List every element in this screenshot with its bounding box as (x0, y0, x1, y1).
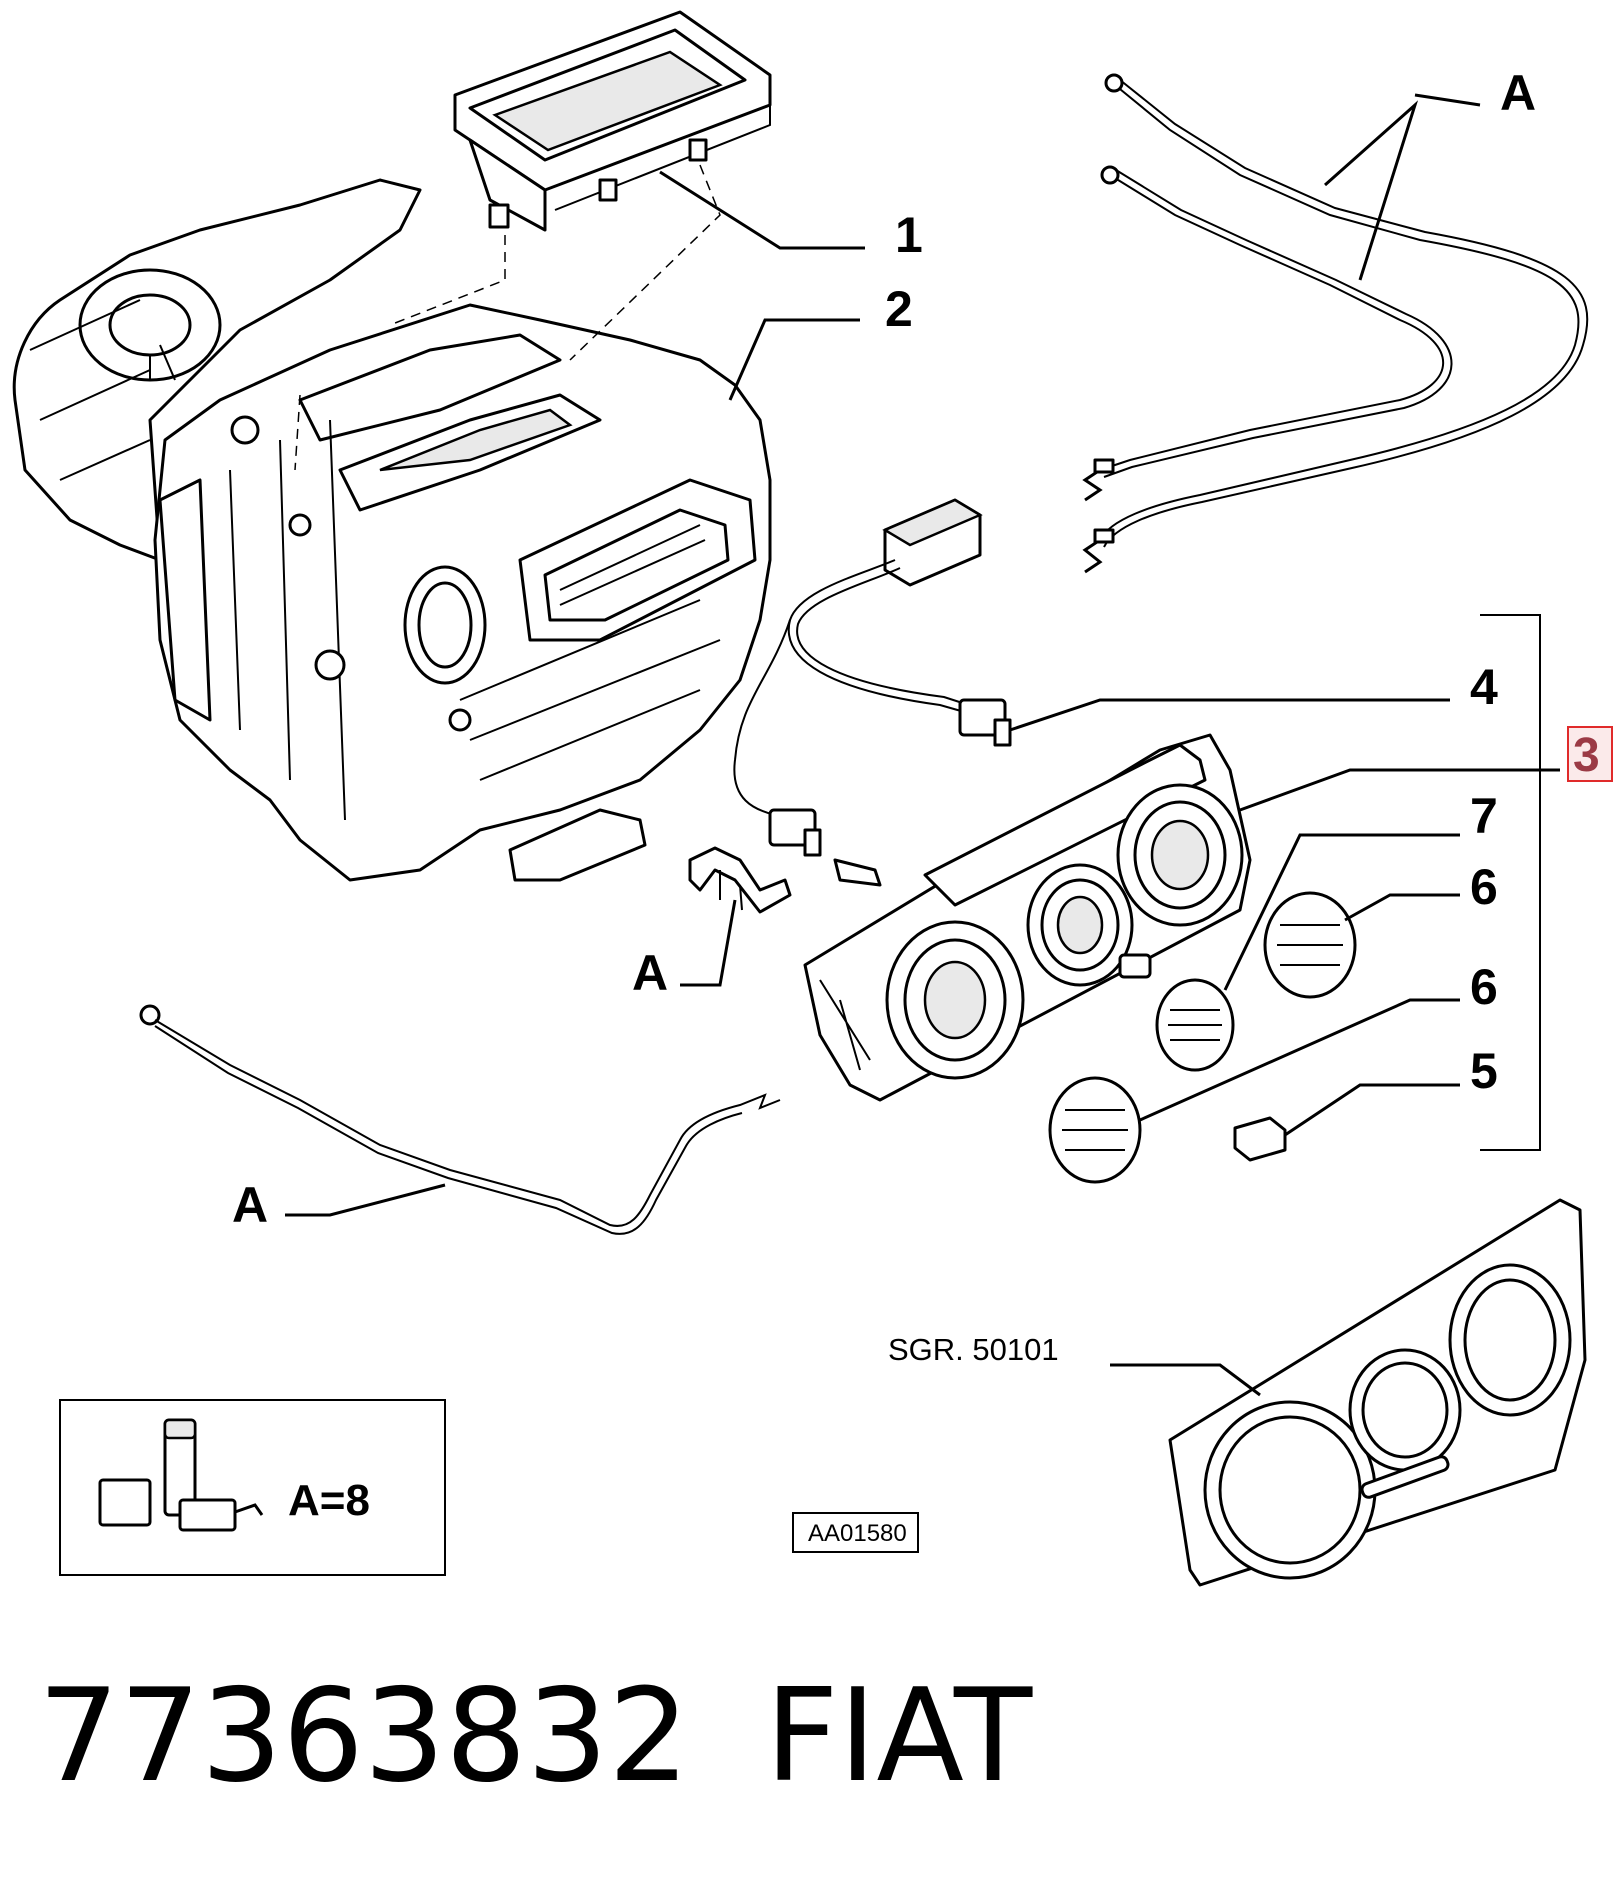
highlight-box-3 (1567, 726, 1613, 782)
trim-bezel (1168, 1198, 1587, 1587)
callout-cable-bottom: A (232, 1177, 268, 1233)
filter-housing (453, 10, 772, 232)
drawing-code-box (792, 1512, 919, 1553)
callout-7: 7 (1470, 788, 1498, 844)
control-cables-upper (1082, 73, 1589, 574)
callout-4: 4 (1470, 659, 1498, 715)
control-cable-lower (139, 1004, 781, 1235)
brand-name: FIAT (765, 1662, 1033, 1811)
control-panel (803, 733, 1252, 1102)
callout-cable-top: A (1500, 65, 1536, 121)
button-part-5 (1233, 1116, 1287, 1162)
callout-3: 3 (1573, 729, 1600, 782)
cable-clip (688, 846, 792, 914)
callout-6-lower: 6 (1470, 959, 1498, 1015)
callout-2: 2 (885, 281, 913, 337)
part-number: 77363832 (38, 1662, 690, 1811)
callout-5: 5 (1470, 1043, 1498, 1099)
knob-part-7 (1155, 978, 1235, 1072)
kit-quantity: A=8 (288, 1476, 370, 1525)
heater-unit (12, 164, 772, 882)
callout-cable-clip: A (632, 945, 668, 1001)
knob-part-6-upper (1263, 891, 1357, 999)
wiring-harness (733, 498, 1012, 887)
knob-part-6-lower (1048, 1076, 1142, 1184)
drawing-code: AA01580 (808, 1520, 907, 1547)
callout-1: 1 (895, 207, 923, 263)
group-reference: SGR. 50101 (888, 1332, 1059, 1367)
callout-6-upper: 6 (1470, 859, 1498, 915)
kit-box: A=8 (59, 1399, 446, 1576)
leader-lines (285, 93, 1560, 1397)
